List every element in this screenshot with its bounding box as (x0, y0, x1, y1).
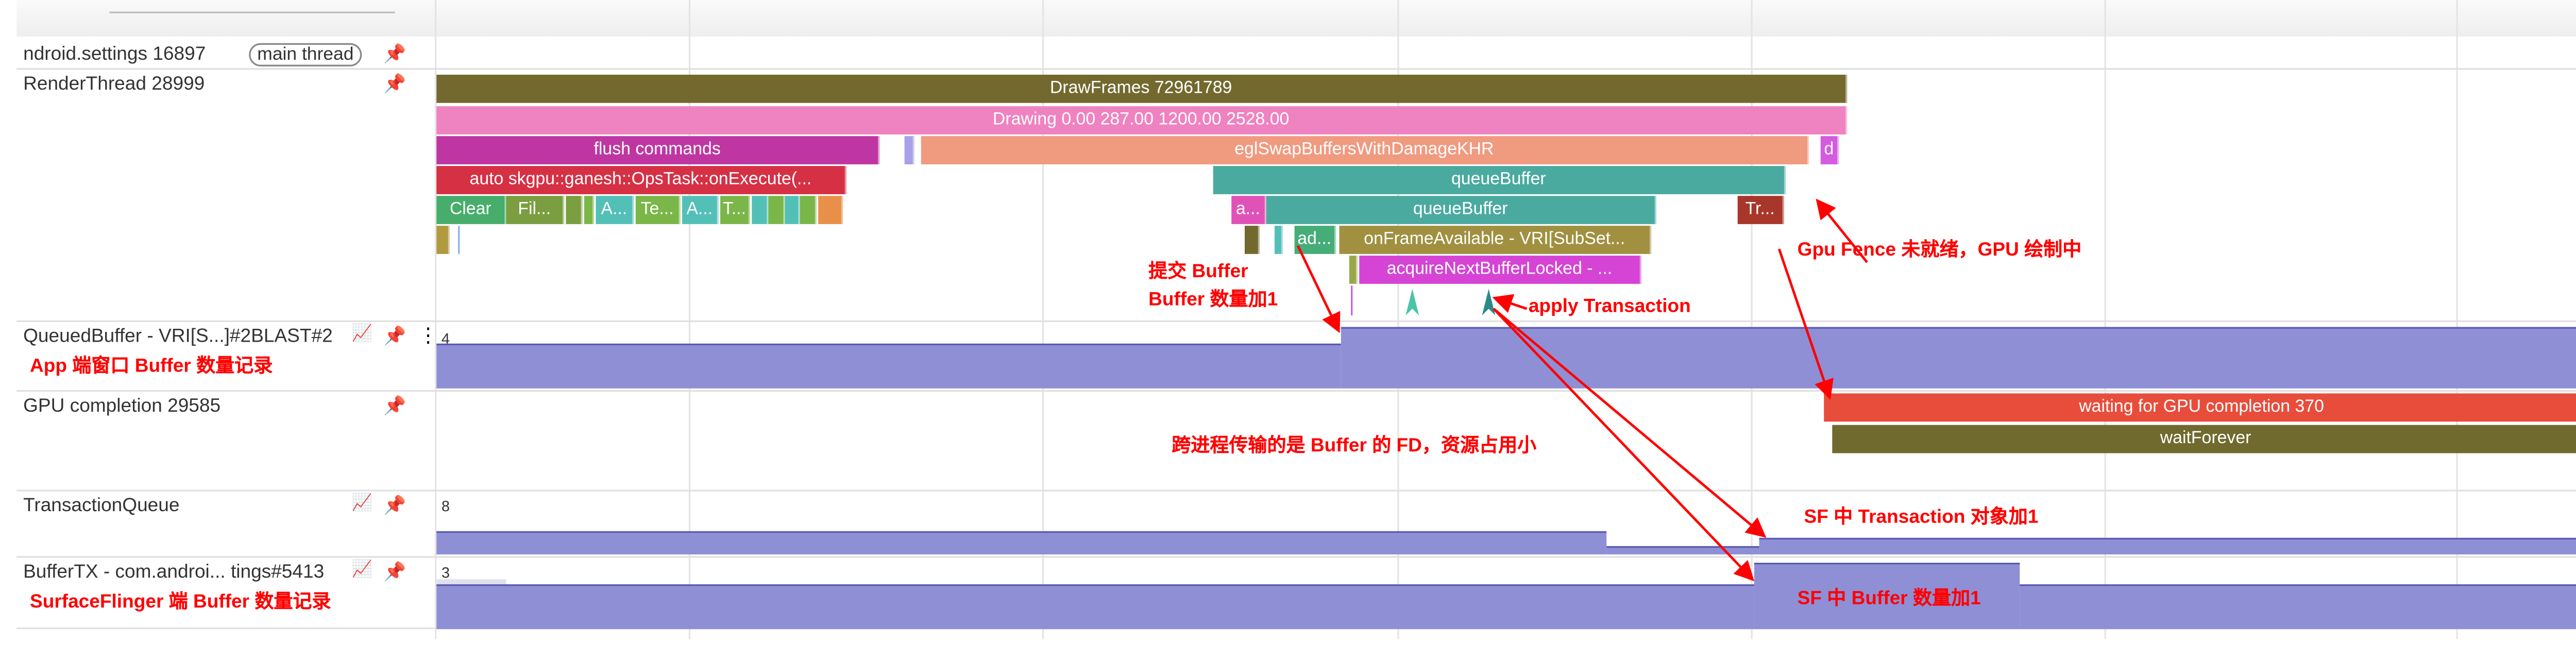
pin-icon[interactable]: 📌 (383, 44, 406, 65)
pin-icon[interactable]: 📌 (383, 563, 406, 583)
track-name-renderthread[interactable]: RenderThread 28999 (23, 74, 205, 95)
chart-icon[interactable]: 📈 (351, 494, 373, 513)
slice-skgpu-onexecute[interactable]: auto skgpu::ganesh::OpsTask::onExecute(.… (436, 166, 846, 194)
slice-small[interactable] (1351, 285, 1353, 316)
chart-icon[interactable]: 📈 (351, 325, 373, 344)
slice-tr[interactable]: Tr... (1737, 196, 1784, 224)
pin-icon[interactable]: 📌 (383, 396, 406, 417)
slice-small[interactable] (768, 196, 785, 224)
counter-max-value: 8 (441, 498, 450, 515)
slice-small[interactable] (752, 196, 769, 224)
slice-d[interactable]: d (1820, 136, 1839, 164)
counter-max-value: 3 (441, 564, 450, 581)
annotation-submit-buffer: 提交 Buffer (1148, 262, 1248, 282)
track-name-main[interactable]: ndroid.settings 16897 (23, 44, 206, 65)
slice-small[interactable] (800, 196, 817, 224)
counter-transactionqueue[interactable] (1759, 537, 2576, 554)
slice-acquirenextbufferlocked[interactable]: acquireNextBufferLocked - ... (1359, 256, 1641, 284)
pin-icon[interactable]: 📌 (383, 496, 406, 516)
slice-te[interactable]: Te... (635, 196, 681, 224)
chart-icon[interactable]: 📈 (351, 561, 373, 580)
annotation-sf-transaction: SF 中 Transaction 对象加1 (1804, 508, 2039, 528)
counter-buffertx[interactable] (436, 584, 1754, 629)
slice-small[interactable] (1349, 256, 1358, 284)
slice-small[interactable] (1244, 226, 1260, 254)
slice-ad[interactable]: ad... (1294, 226, 1336, 254)
flow-marker-icon (1482, 289, 1496, 316)
annotation-sf-buffer-record: SurfaceFlinger 端 Buffer 数量记录 (29, 593, 331, 613)
slice-small[interactable] (584, 196, 595, 224)
slice-small[interactable] (566, 196, 583, 224)
counter-queuedbuffer-low[interactable] (436, 343, 1341, 389)
slice-t[interactable]: T... (720, 196, 751, 224)
flow-marker-icon (1405, 289, 1419, 316)
slice-waiting-gpu-completion[interactable]: waiting for GPU completion 370 (1824, 393, 2576, 422)
slice-queuebuffer-inner[interactable]: queueBuffer (1266, 196, 1656, 224)
arrow-apply (1492, 294, 1528, 313)
slice-small[interactable] (1274, 226, 1283, 254)
slice-drawframes[interactable]: DrawFrames 72961789 (436, 74, 1848, 103)
time-ruler[interactable] (16, 0, 2576, 37)
more-icon[interactable]: ⋮ (418, 324, 438, 347)
counter-queuedbuffer-high[interactable] (1341, 327, 2576, 389)
track-name-queuedbuffer[interactable]: QueuedBuffer - VRI[S...]#2BLAST#2 (23, 327, 333, 347)
arrow-to-buffertx (1493, 308, 1755, 581)
slice-small[interactable] (785, 196, 800, 224)
slice-onframeavailable[interactable]: onFrameAvailable - VRI[SubSet... (1339, 226, 1652, 254)
ruler-line (109, 11, 395, 13)
annotation-sf-buffer-count: SF 中 Buffer 数量加1 (1797, 589, 1981, 610)
main-thread-badge: main thread (249, 43, 362, 66)
slice-clear[interactable]: Clear (436, 196, 506, 224)
slice-fil[interactable]: Fil... (506, 196, 565, 224)
annotation-buffer-count: Buffer 数量加1 (1148, 290, 1278, 311)
slice-small[interactable] (436, 226, 450, 254)
slice-small[interactable] (818, 196, 843, 224)
counter-buffertx[interactable] (2020, 584, 2576, 629)
pin-icon[interactable]: 📌 (383, 74, 406, 95)
slice-waitforever[interactable]: waitForever (1832, 425, 2576, 453)
slice-small[interactable] (904, 136, 914, 164)
slice-drawing[interactable]: Drawing 0.00 287.00 1200.00 2528.00 (436, 106, 1848, 134)
annotation-apply-transaction: apply Transaction (1528, 297, 1691, 317)
annotation-app-buffer: App 端窗口 Buffer 数量记录 (29, 357, 273, 377)
slice-eglswapbuffers[interactable]: eglSwapBuffersWithDamageKHR (921, 136, 1809, 164)
arrow-submit (1296, 245, 1341, 333)
slice-small[interactable] (458, 226, 460, 254)
flow-arrow-markers[interactable] (1399, 289, 1499, 319)
arrow-gpufence-down (1777, 248, 1834, 400)
slice-a[interactable]: A... (682, 196, 719, 224)
slice-flush-commands[interactable]: flush commands (436, 136, 880, 164)
counter-buffertx[interactable] (1754, 563, 2020, 629)
track-name-buffertx[interactable]: BufferTX - com.androi... tings#5413 (23, 563, 325, 583)
arrow-to-transaction (1493, 308, 1767, 538)
annotation-ipc: 跨进程传输的是 Buffer 的 FD，资源占用小 (1172, 436, 1537, 457)
annotation-gpu-fence: Gpu Fence 未就绪，GPU 绘制中 (1797, 241, 2082, 261)
pin-icon[interactable]: 📌 (383, 327, 406, 347)
slice-a[interactable]: A... (596, 196, 634, 224)
counter-max-value: 4 (441, 330, 450, 347)
arrow-gpufence-up (1816, 198, 1868, 263)
counter-transactionqueue[interactable] (436, 531, 1607, 554)
slice-a-small[interactable]: a... (1231, 196, 1266, 224)
track-name-gpu-completion[interactable]: GPU completion 29585 (23, 396, 221, 417)
slice-queuebuffer-outer[interactable]: queueBuffer (1213, 166, 1786, 194)
track-name-transactionqueue[interactable]: TransactionQueue (23, 496, 180, 516)
